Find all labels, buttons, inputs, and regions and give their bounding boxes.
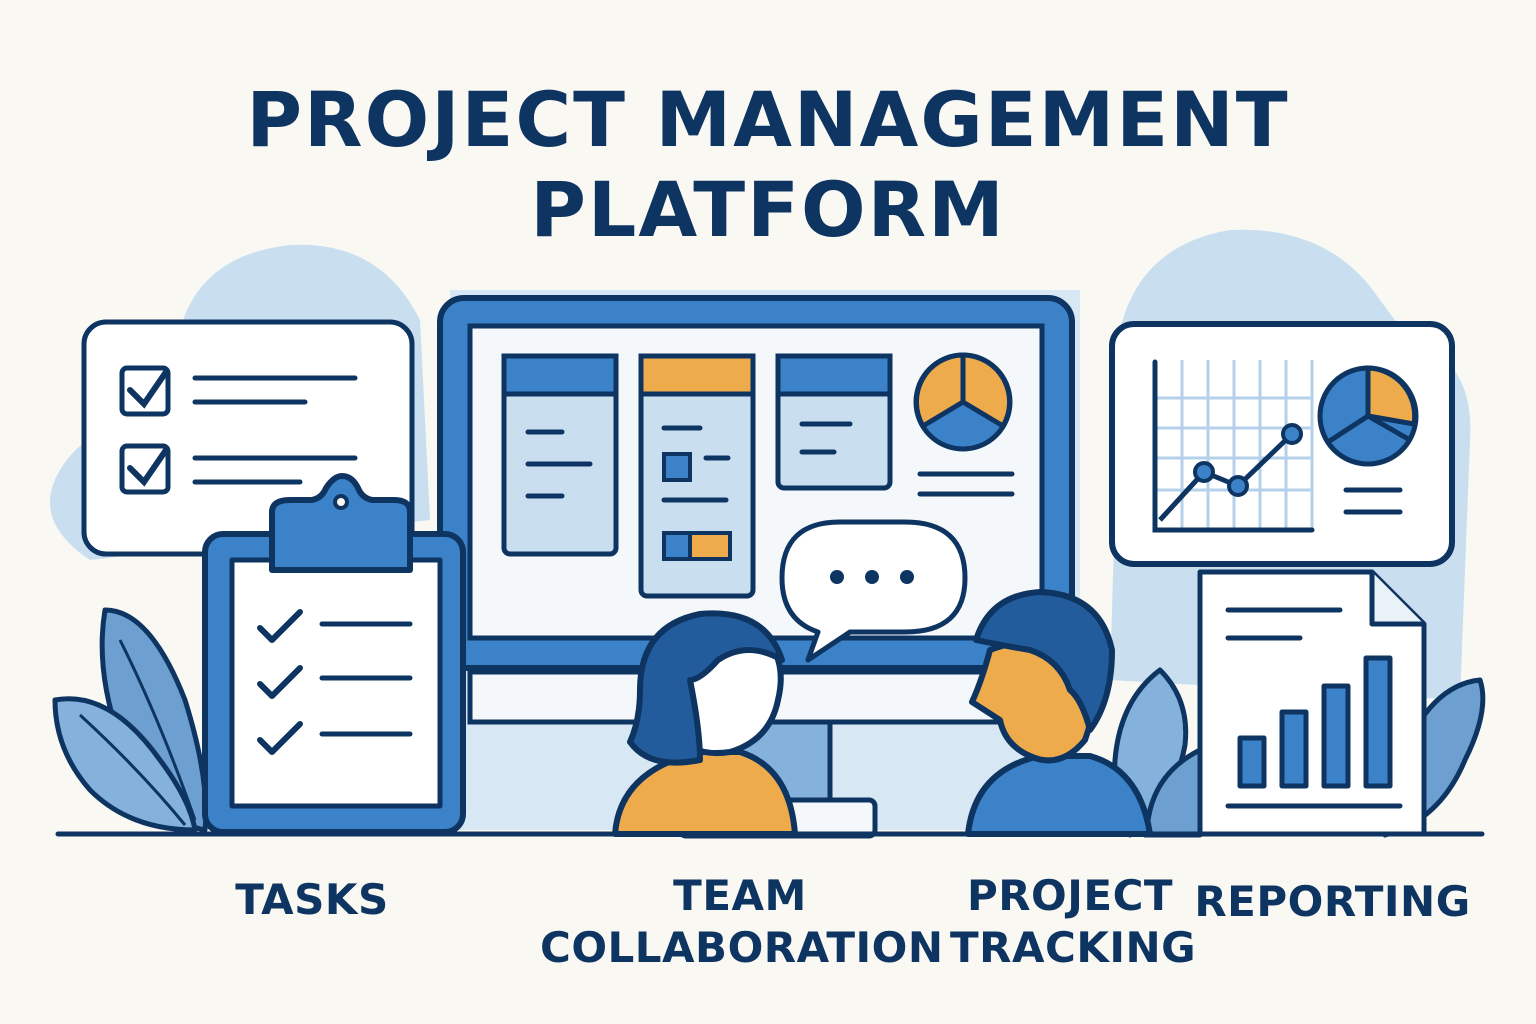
- page-title-line-2: PLATFORM: [530, 165, 1006, 254]
- bar-chart-document-icon: [1197, 569, 1427, 837]
- kanban-column-2: [638, 353, 756, 599]
- pie-chart-icon: [913, 352, 1015, 497]
- speech-bubble-icon: [779, 519, 968, 663]
- kanban-column-3: [775, 353, 893, 491]
- team-collaboration-line-2: COLLABORATION: [540, 923, 944, 972]
- kanban-column-1: [501, 353, 619, 557]
- feature-label-reporting: REPORTING: [1190, 876, 1475, 928]
- tasks-label: TASKS: [235, 875, 389, 924]
- person-man-icon: [965, 589, 1153, 837]
- clipboard-icon: [202, 473, 466, 835]
- project-tracking-line-2: TRACKING: [950, 923, 1197, 972]
- plant-left-icon: [52, 607, 209, 833]
- project-tracking-line-1: PROJECT: [966, 871, 1174, 920]
- feature-label-team-collaboration: TEAM COLLABORATION: [540, 870, 944, 974]
- feature-label-project-tracking: PROJECT TRACKING: [950, 870, 1197, 974]
- person-woman-icon: [612, 610, 798, 837]
- line-chart-icon: [1109, 321, 1455, 567]
- reporting-label: REPORTING: [1194, 877, 1471, 926]
- team-collaboration-line-1: TEAM: [673, 871, 807, 920]
- page-title-line-1: PROJECT MANAGEMENT: [246, 75, 1290, 164]
- feature-label-tasks: TASKS: [212, 874, 412, 926]
